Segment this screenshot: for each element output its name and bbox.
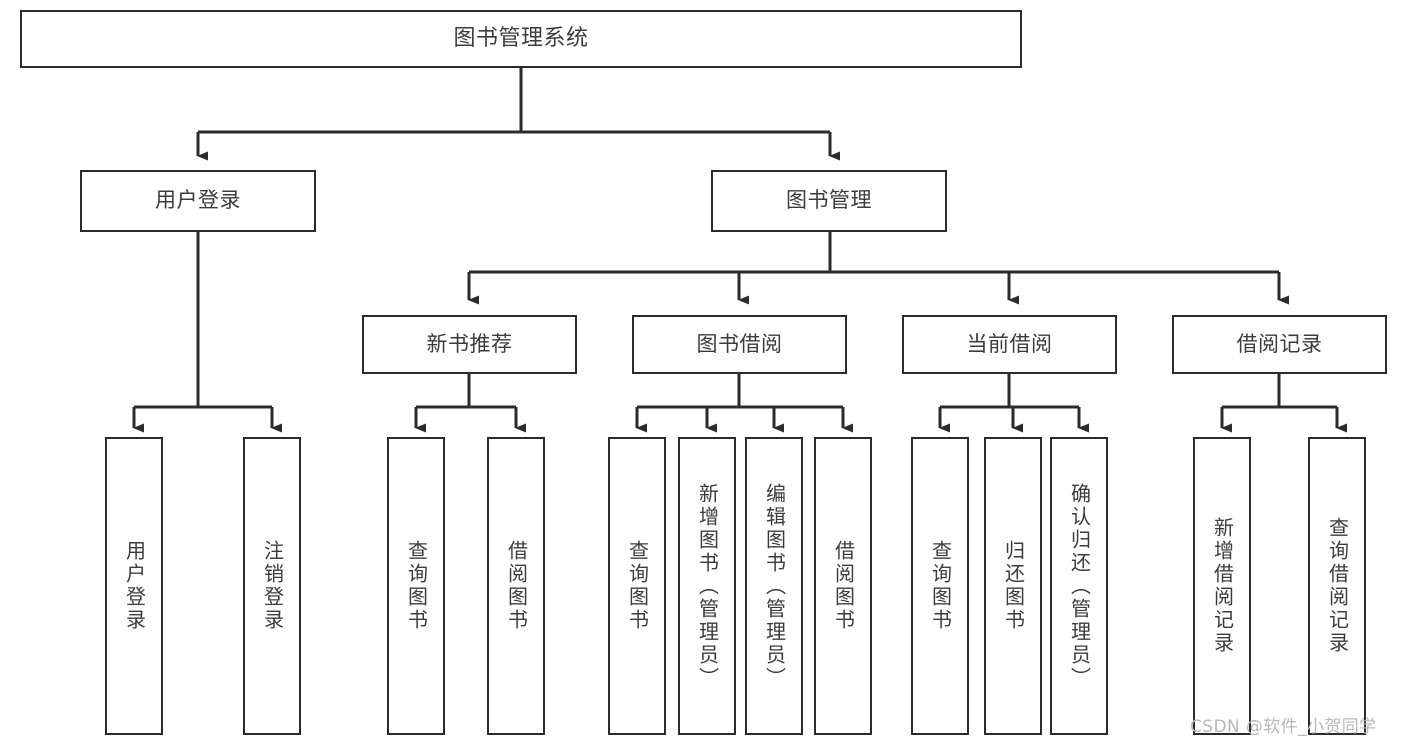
node-leaf-borrow-book-2-label: 借阅图书 <box>831 540 856 632</box>
node-leaf-user-logout[interactable]: 注销登录 <box>243 437 301 735</box>
node-leaf-return-book[interactable]: 归还图书 <box>984 437 1042 735</box>
node-current-borrow-label: 当前借阅 <box>966 331 1053 356</box>
node-leaf-query-record[interactable]: 查询借阅记录 <box>1308 437 1366 735</box>
node-book-management-label: 图书管理 <box>786 188 872 213</box>
node-leaf-confirm-return-label: 确认归还（管理员） <box>1067 482 1092 690</box>
node-leaf-query-book-3[interactable]: 查询图书 <box>911 437 969 735</box>
node-leaf-user-logout-label: 注销登录 <box>260 540 285 632</box>
node-leaf-add-book-label: 新增图书（管理员） <box>695 482 720 690</box>
node-leaf-user-login[interactable]: 用户登录 <box>105 437 163 735</box>
node-leaf-borrow-book-1-label: 借阅图书 <box>504 540 529 632</box>
node-user-login[interactable]: 用户登录 <box>80 170 316 232</box>
node-leaf-query-record-label: 查询借阅记录 <box>1325 517 1350 655</box>
node-current-borrow[interactable]: 当前借阅 <box>902 315 1117 374</box>
node-leaf-add-book[interactable]: 新增图书（管理员） <box>678 437 736 735</box>
node-book-management[interactable]: 图书管理 <box>711 170 947 232</box>
node-leaf-query-book-3-label: 查询图书 <box>928 540 953 632</box>
node-borrow-records[interactable]: 借阅记录 <box>1172 315 1387 374</box>
node-root[interactable]: 图书管理系统 <box>20 10 1022 68</box>
node-new-book-recommend[interactable]: 新书推荐 <box>362 315 577 374</box>
node-leaf-query-book-1-label: 查询图书 <box>404 540 429 632</box>
node-leaf-edit-book-label: 编辑图书（管理员） <box>762 482 787 690</box>
node-book-borrow-label: 图书借阅 <box>696 331 783 356</box>
node-root-label: 图书管理系统 <box>453 25 589 51</box>
node-borrow-records-label: 借阅记录 <box>1236 331 1323 356</box>
node-leaf-query-book-2-label: 查询图书 <box>625 540 650 632</box>
node-leaf-add-record-label: 新增借阅记录 <box>1210 517 1235 655</box>
node-leaf-add-record[interactable]: 新增借阅记录 <box>1193 437 1251 735</box>
node-leaf-edit-book[interactable]: 编辑图书（管理员） <box>745 437 803 735</box>
node-book-borrow[interactable]: 图书借阅 <box>632 315 847 374</box>
node-new-book-recommend-label: 新书推荐 <box>426 331 513 356</box>
node-leaf-confirm-return[interactable]: 确认归还（管理员） <box>1050 437 1108 735</box>
watermark: CSDN @软件_小贺同学 <box>1190 717 1377 737</box>
node-leaf-borrow-book-2[interactable]: 借阅图书 <box>814 437 872 735</box>
node-user-login-label: 用户登录 <box>155 188 241 213</box>
node-leaf-query-book-2[interactable]: 查询图书 <box>608 437 666 735</box>
node-leaf-query-book-1[interactable]: 查询图书 <box>387 437 445 735</box>
node-leaf-return-book-label: 归还图书 <box>1001 540 1026 632</box>
node-leaf-borrow-book-1[interactable]: 借阅图书 <box>487 437 545 735</box>
node-leaf-user-login-label: 用户登录 <box>122 540 147 632</box>
